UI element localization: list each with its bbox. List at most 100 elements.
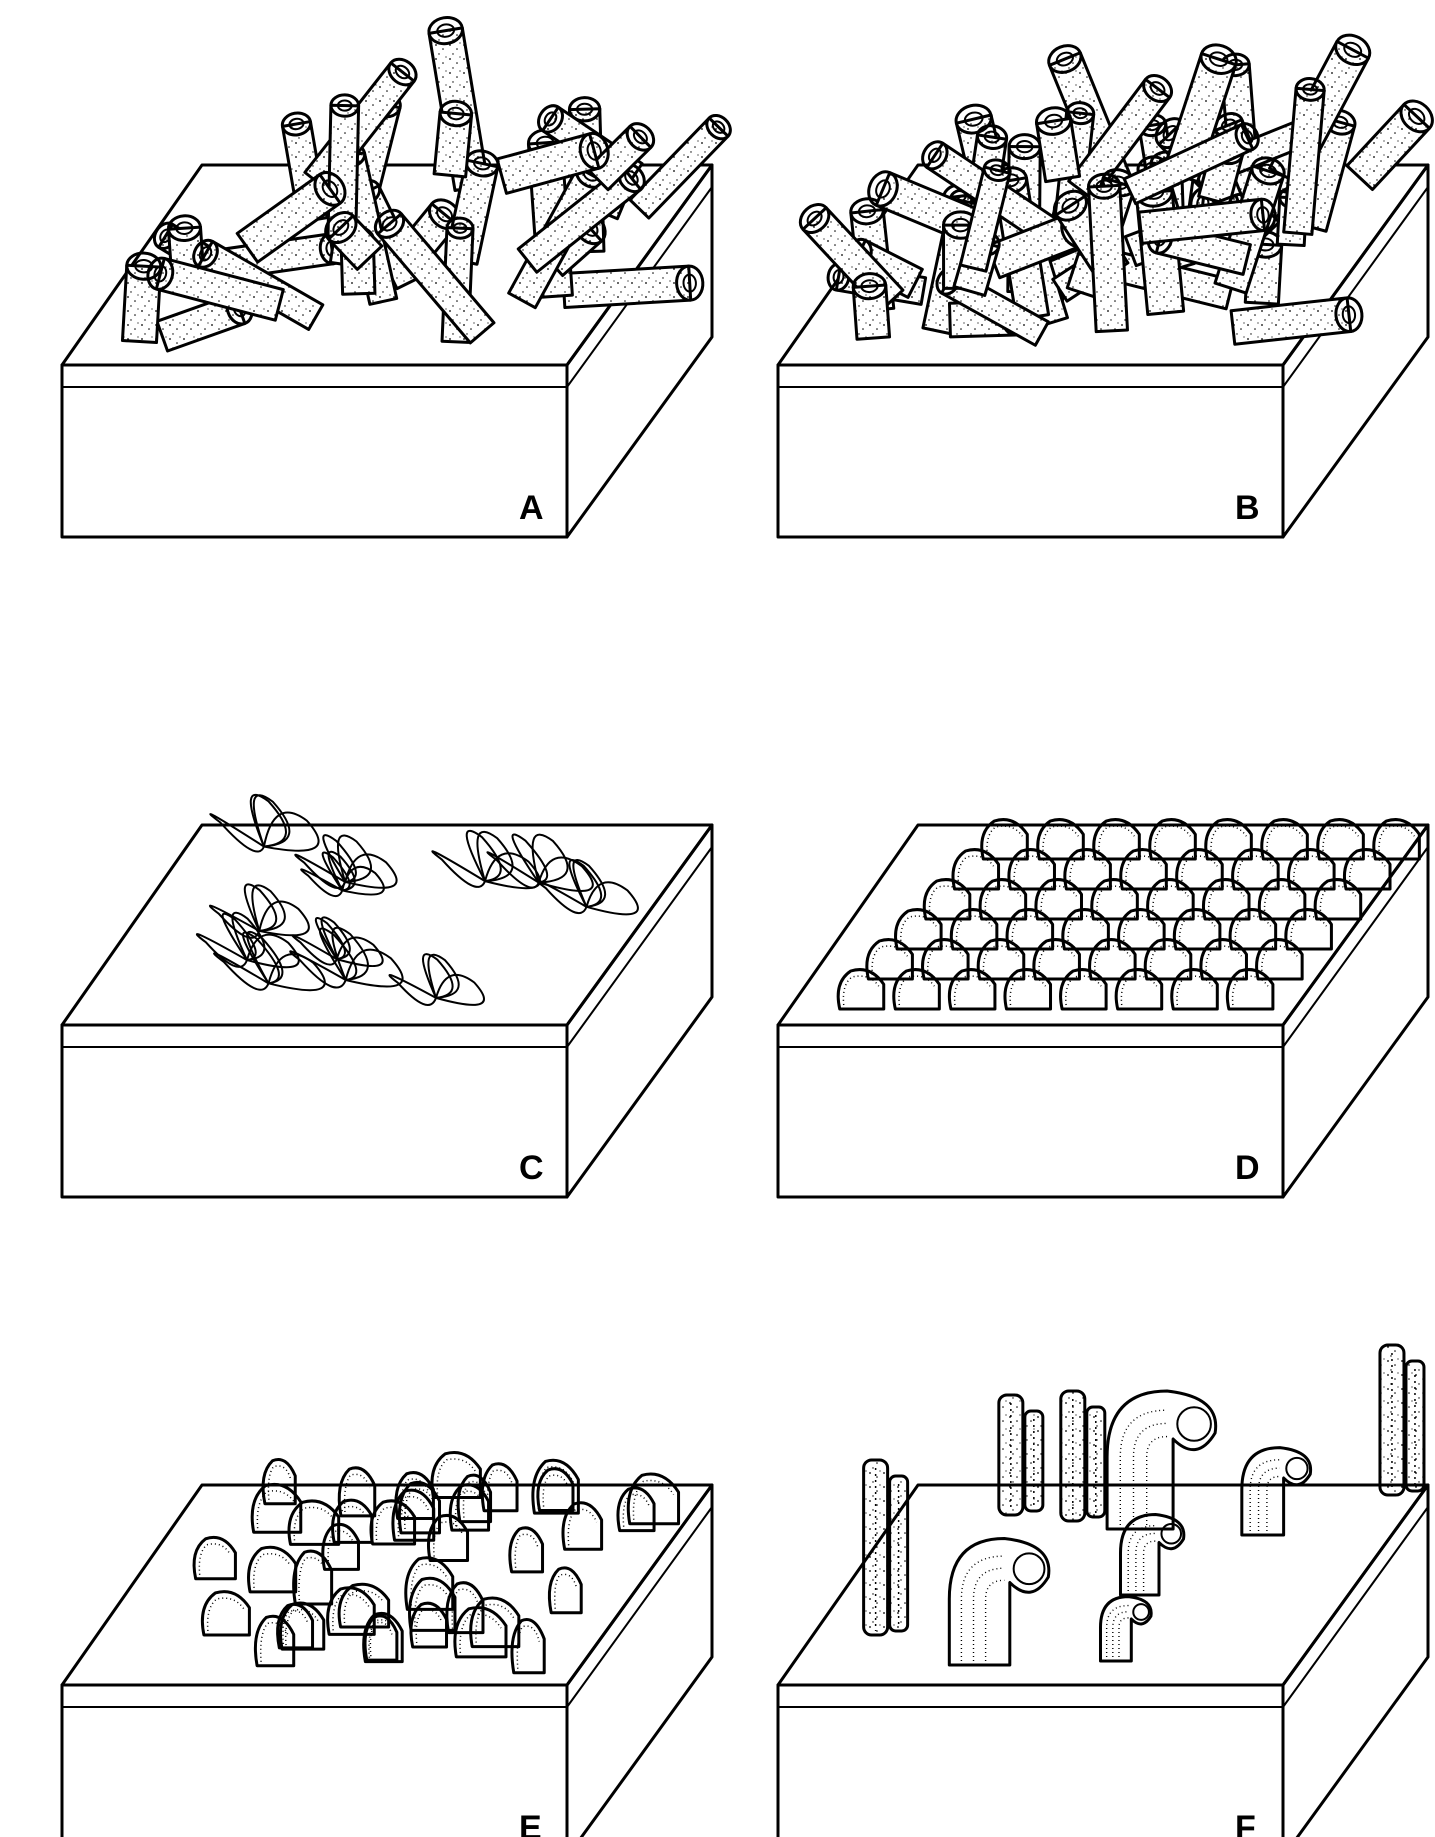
tube — [585, 122, 656, 192]
plate — [1114, 968, 1164, 1011]
surface-layer-line — [566, 846, 713, 1048]
plate — [426, 1513, 470, 1563]
surface-layer-line — [1282, 186, 1429, 388]
plate — [430, 1451, 482, 1500]
tube — [1229, 296, 1364, 346]
tube — [324, 211, 384, 271]
block-side-face — [1281, 823, 1430, 1199]
plate — [253, 1614, 296, 1668]
leaf-cluster — [431, 830, 541, 890]
tube — [1034, 106, 1082, 184]
surface-layer-line — [1282, 846, 1429, 1048]
tube — [561, 264, 705, 310]
plate — [1003, 968, 1053, 1011]
tube — [1345, 99, 1434, 192]
plate — [337, 1582, 391, 1629]
plate — [1061, 908, 1110, 951]
plate — [1255, 938, 1304, 981]
plate — [404, 1556, 455, 1611]
plate — [1092, 818, 1141, 861]
erect-column — [888, 1474, 910, 1633]
plate — [1204, 818, 1253, 861]
plate — [1148, 818, 1197, 861]
erect-column — [997, 1393, 1025, 1517]
panel-label: B — [1235, 489, 1260, 527]
tube — [1067, 73, 1174, 201]
block-side-face — [565, 823, 714, 1199]
plate — [1088, 938, 1137, 981]
surface-layer-line — [1282, 1506, 1429, 1708]
plate — [331, 1498, 374, 1544]
curled-form — [1099, 1595, 1153, 1663]
block-front-face — [60, 1023, 569, 1199]
plate — [1342, 848, 1392, 891]
plate — [200, 1590, 251, 1637]
plate — [287, 1499, 341, 1546]
leaf-cluster — [300, 850, 385, 898]
plate — [508, 1526, 545, 1574]
plate — [469, 1596, 521, 1649]
erect-column — [1059, 1389, 1087, 1523]
sediment-surface — [60, 1483, 714, 1687]
plate — [1260, 818, 1309, 861]
plate — [626, 1472, 681, 1526]
tube — [120, 251, 163, 344]
block-front-face — [60, 363, 569, 539]
plate — [547, 1566, 583, 1615]
block-front-face — [776, 1023, 1285, 1199]
panel-label: F — [1235, 1809, 1256, 1837]
tube — [155, 291, 254, 353]
panel-label: D — [1235, 1149, 1260, 1187]
plate — [337, 1466, 377, 1518]
plate — [1059, 968, 1108, 1011]
tube — [1122, 122, 1260, 206]
plate — [278, 1601, 326, 1651]
erect-column — [1404, 1359, 1426, 1493]
panel-label: E — [519, 1809, 542, 1837]
panel-f: F — [776, 1343, 1430, 1837]
plate — [1034, 878, 1083, 921]
curled-form — [1240, 1446, 1313, 1537]
plate — [250, 1482, 303, 1534]
panel-b: B — [776, 33, 1434, 539]
panel-c: C — [60, 794, 714, 1199]
tube — [851, 272, 892, 341]
curled-form — [947, 1537, 1051, 1667]
plate — [292, 1549, 334, 1606]
plate — [531, 1458, 580, 1515]
plate — [326, 1586, 376, 1636]
plate — [1063, 848, 1112, 891]
leaf-cluster — [291, 916, 384, 967]
plate — [1170, 968, 1219, 1011]
plate — [453, 1606, 508, 1659]
plate — [510, 1618, 546, 1675]
erect-column — [1023, 1409, 1045, 1513]
tube — [1087, 172, 1129, 334]
curled-form — [1105, 1389, 1218, 1531]
leaf-cluster — [535, 859, 639, 916]
erect-column — [862, 1458, 890, 1637]
block-front-face — [776, 1683, 1285, 1837]
plate — [1316, 818, 1365, 861]
plate — [1117, 908, 1166, 951]
sediment-surface — [60, 823, 714, 1027]
panel-label: C — [519, 1149, 544, 1187]
tube — [1282, 77, 1326, 236]
leaf-cluster — [208, 883, 310, 939]
erect-column — [1378, 1343, 1406, 1497]
plate — [445, 1581, 485, 1635]
leaf-cluster — [213, 931, 326, 992]
panel-e: E — [60, 1451, 714, 1837]
plate — [192, 1535, 237, 1581]
plate — [276, 1602, 315, 1650]
curled-form — [1118, 1513, 1186, 1597]
tube — [373, 208, 496, 345]
plate — [247, 1545, 298, 1594]
plate — [980, 818, 1029, 861]
plate — [480, 1462, 519, 1513]
plate — [456, 1473, 493, 1524]
tube — [235, 170, 347, 264]
tube — [516, 162, 646, 274]
tube — [1137, 197, 1277, 245]
